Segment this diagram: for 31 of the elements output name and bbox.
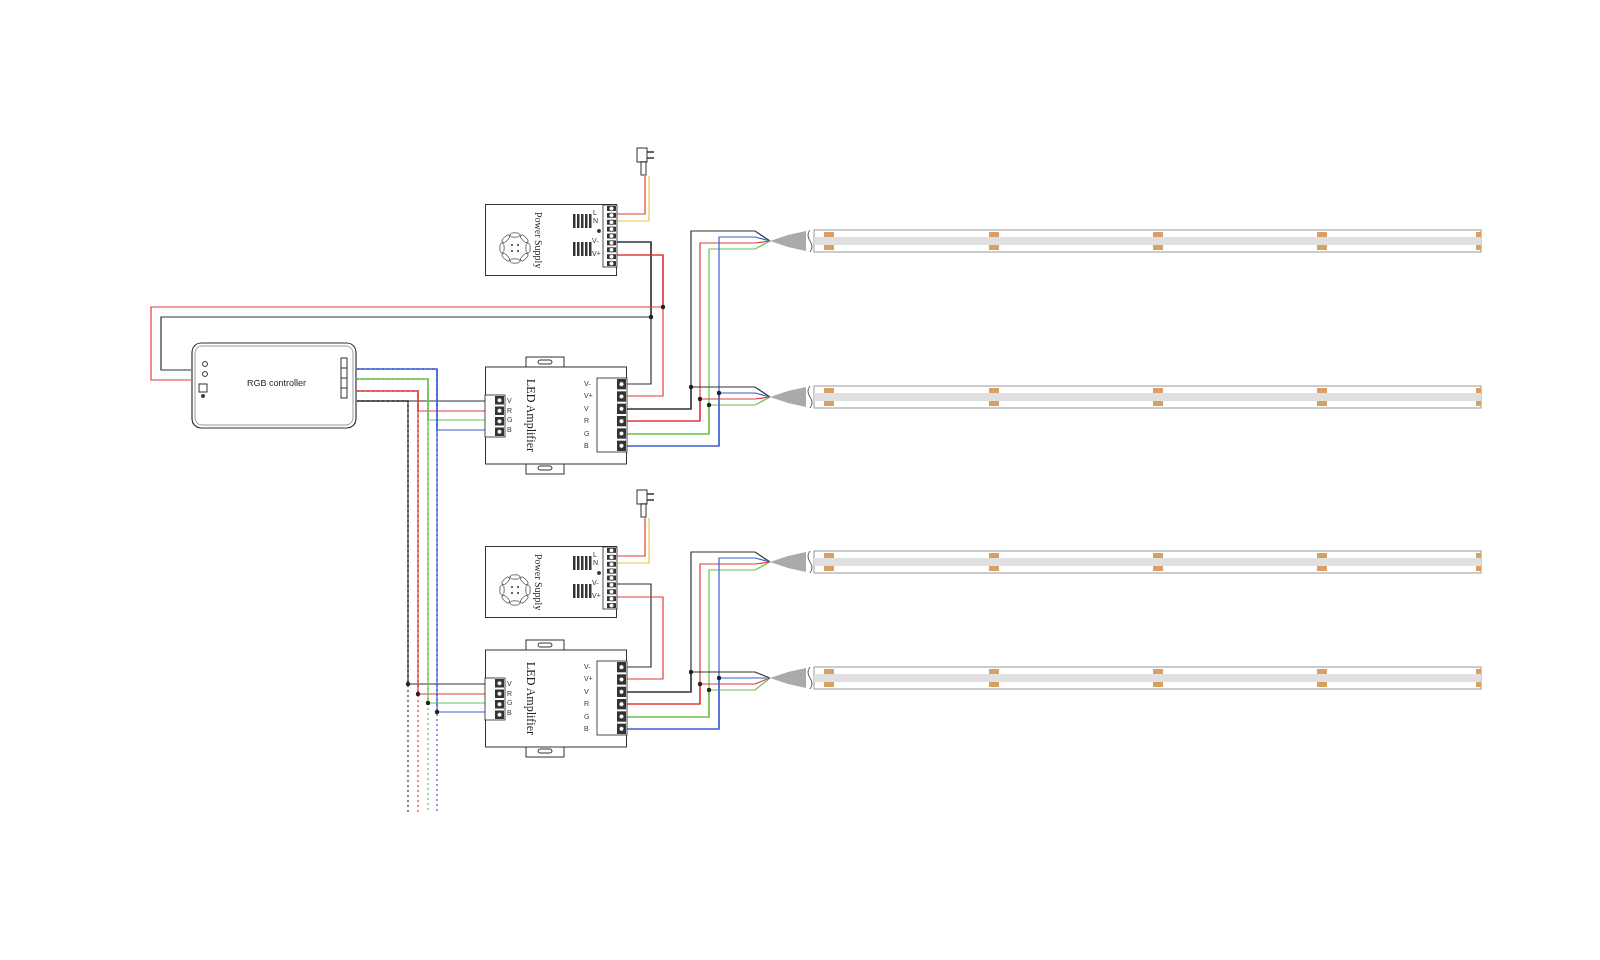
led-strip-drawing <box>770 666 1482 690</box>
wire <box>616 517 646 557</box>
device-label: LED Amplifier <box>523 379 538 452</box>
power-supply-box <box>485 204 617 276</box>
device-label: RGB controller <box>247 378 307 388</box>
wire <box>626 396 771 422</box>
power-plug-drawing <box>635 148 655 176</box>
led-amplifier-box <box>485 357 627 474</box>
wire <box>626 671 771 693</box>
wire <box>626 677 771 718</box>
wire <box>626 396 771 435</box>
device-label: LED Amplifier <box>523 662 538 735</box>
rgb-controller-box <box>191 342 357 429</box>
led-amplifier-box <box>485 640 627 757</box>
power-supply-box <box>485 546 617 618</box>
wire <box>160 241 652 371</box>
wire <box>616 175 650 222</box>
wire <box>626 392 771 447</box>
wire <box>626 386 771 410</box>
device-label: Power Supply <box>533 212 544 269</box>
led-strip-drawing <box>770 550 1482 574</box>
wire <box>616 583 652 668</box>
wire <box>626 677 771 730</box>
wire <box>616 175 646 215</box>
wire <box>616 517 650 564</box>
wire <box>150 254 664 381</box>
led-strip-drawing <box>770 229 1482 253</box>
device-label: Power Supply <box>533 554 544 611</box>
power-plug-drawing <box>635 490 655 518</box>
led-strip-drawing <box>770 385 1482 409</box>
wire <box>616 596 664 680</box>
